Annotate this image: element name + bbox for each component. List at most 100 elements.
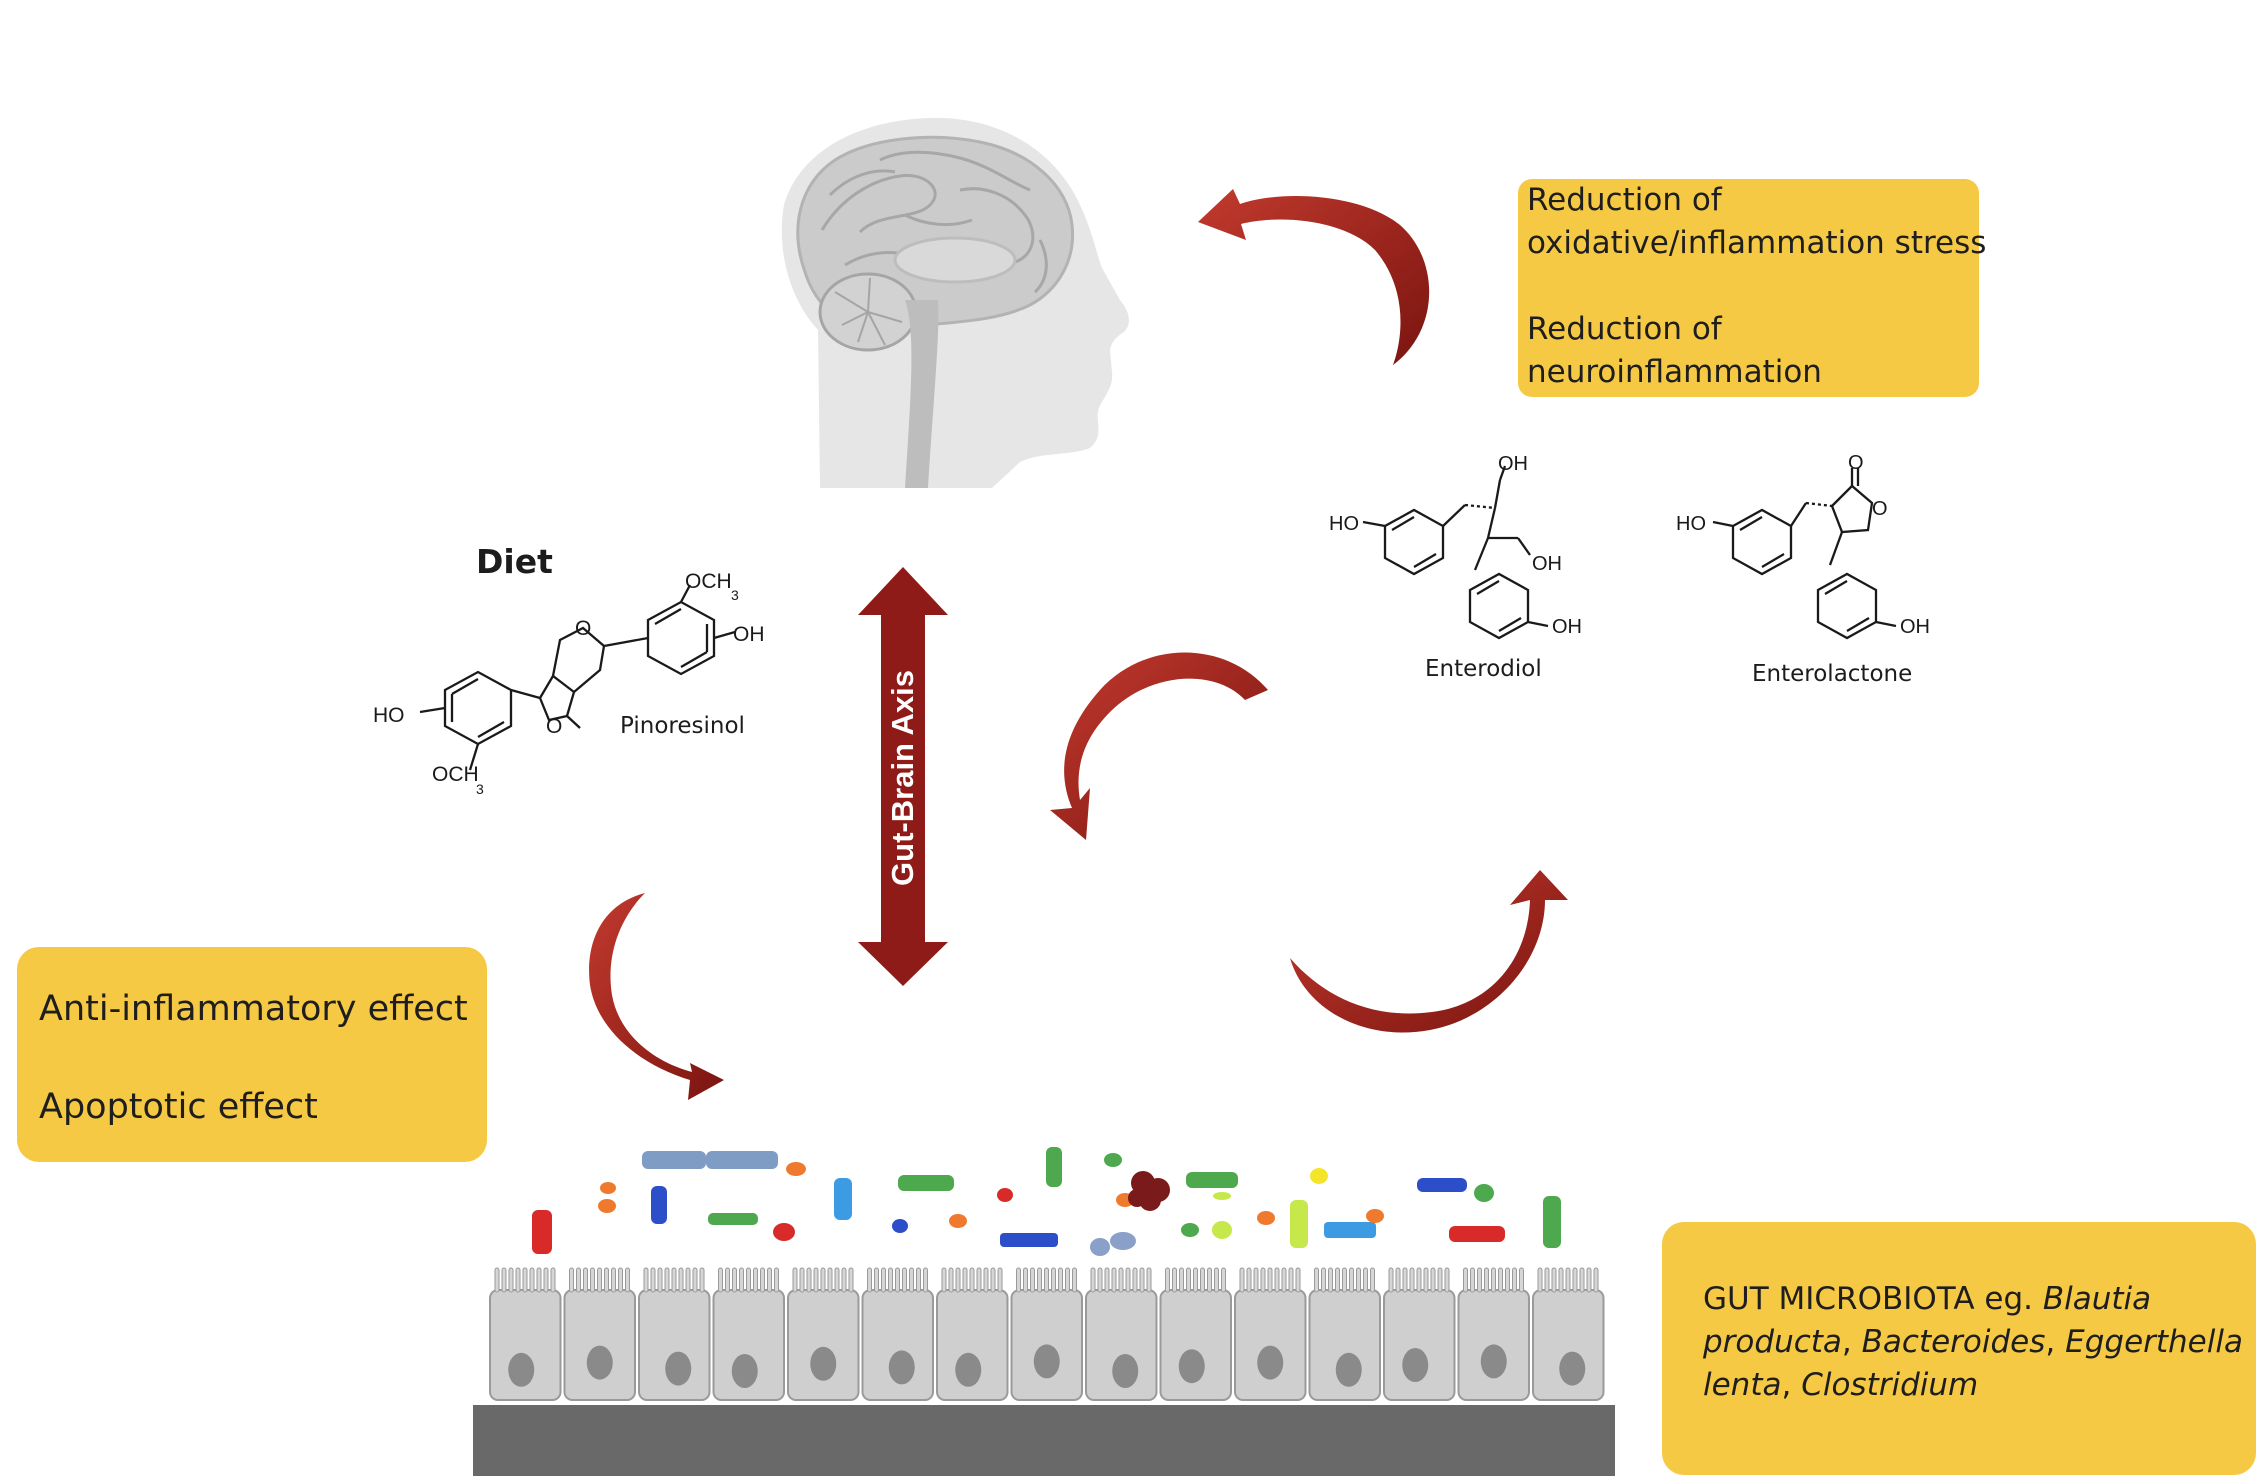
microvillus: [1179, 1267, 1184, 1293]
microvillus: [1370, 1267, 1375, 1293]
microvillus: [1572, 1267, 1578, 1293]
microvillus: [543, 1267, 549, 1293]
microvillus: [583, 1267, 588, 1293]
microvillus: [1146, 1267, 1152, 1293]
microvillus: [1281, 1267, 1287, 1293]
microvillus: [604, 1267, 609, 1293]
microvillus: [678, 1267, 684, 1293]
microvillus: [1314, 1267, 1319, 1293]
svg-text:OH: OH: [1552, 616, 1582, 638]
microvillus: [820, 1267, 826, 1293]
microvillus: [774, 1267, 779, 1293]
microvillus: [1470, 1267, 1475, 1293]
cell-nucleus: [586, 1345, 613, 1380]
microvillus: [1044, 1267, 1049, 1293]
microvillus: [643, 1267, 649, 1293]
svg-text:O: O: [546, 715, 562, 738]
microvillus: [1328, 1267, 1333, 1293]
microvillus: [1172, 1267, 1177, 1293]
microvillus: [997, 1267, 1003, 1293]
cell-nucleus: [1335, 1352, 1362, 1387]
svg-text:OCH: OCH: [685, 570, 732, 593]
microbiota-taxon-clostridium: Clostridium: [1801, 1367, 1979, 1403]
cell-nucleus: [810, 1346, 837, 1381]
microvillus: [1423, 1267, 1429, 1293]
intestinal-epithelium: [489, 1267, 1605, 1401]
microvillus: [550, 1267, 556, 1293]
head-brain-illustration: [781, 117, 1129, 488]
cell-nucleus: [508, 1352, 535, 1387]
microvillus: [1065, 1267, 1070, 1293]
microvillus: [611, 1267, 616, 1293]
microvillus: [1118, 1267, 1124, 1293]
gut-microbiota-box: GUT MICROBIOTA eg. Blautia producta, Bac…: [1662, 1222, 2256, 1475]
microvillus: [767, 1267, 772, 1293]
microbiota-taxon-blautia: Blautia producta: [1703, 1281, 2152, 1360]
microvillus: [671, 1267, 677, 1293]
microvillus: [1498, 1267, 1503, 1293]
cell-nucleus: [1257, 1345, 1284, 1380]
microvillus: [962, 1267, 968, 1293]
microvillus: [725, 1267, 730, 1293]
microvillus: [618, 1267, 623, 1293]
microvillus: [1586, 1267, 1592, 1293]
microvillus: [969, 1267, 975, 1293]
microvillus: [1409, 1267, 1415, 1293]
enterodiol-label: Enterodiol: [1425, 656, 1542, 682]
microvillus: [1288, 1267, 1294, 1293]
microvillus: [990, 1267, 996, 1293]
arrow-diet-to-gut: [589, 893, 724, 1100]
microvillus: [739, 1267, 744, 1293]
cell-nucleus: [665, 1351, 692, 1386]
microbiota-taxon-eggerthella: Eggerthella lenta: [1703, 1324, 2243, 1403]
brain-effect-line-2: oxidative/inflammation stress: [1527, 225, 1987, 261]
enterolactone-structure: [1712, 468, 1897, 640]
microvillus: [1193, 1267, 1198, 1293]
cell-nucleus: [1033, 1344, 1060, 1379]
microvillus: [1090, 1267, 1096, 1293]
microvillus: [1295, 1267, 1301, 1293]
arrow-metabolites-to-brain: [1198, 189, 1430, 365]
microvillus: [1253, 1267, 1259, 1293]
microvillus: [909, 1267, 914, 1293]
pinoresinol-atom-labels: HO OCH 3 O O OCH 3 OH: [373, 570, 765, 797]
microvillus: [1551, 1267, 1557, 1293]
anti-inflammatory-effect: Anti-inflammatory effect: [39, 989, 468, 1029]
microvillus: [1221, 1267, 1226, 1293]
microvillus: [1335, 1267, 1340, 1293]
arrow-circle-top: [1050, 652, 1268, 840]
epithelial-cell: [1234, 1289, 1307, 1401]
microvillus: [874, 1267, 879, 1293]
microvillus: [1097, 1267, 1103, 1293]
microvillus: [806, 1267, 812, 1293]
microvillus: [508, 1267, 514, 1293]
microvillus: [1484, 1267, 1489, 1293]
microvillus: [718, 1267, 723, 1293]
svg-text:HO: HO: [1676, 513, 1706, 535]
microvillus: [732, 1267, 737, 1293]
cerebellum: [818, 272, 918, 352]
microvillus: [699, 1267, 705, 1293]
cell-nucleus: [1178, 1349, 1205, 1384]
microvillus: [799, 1267, 805, 1293]
microvillus: [1342, 1267, 1347, 1293]
microvillus: [792, 1267, 798, 1293]
microvillus: [1207, 1267, 1212, 1293]
microvillus: [1274, 1267, 1280, 1293]
microvillus: [657, 1267, 663, 1293]
microvillus: [1246, 1267, 1252, 1293]
microvillus: [522, 1267, 528, 1293]
microvillus: [916, 1267, 921, 1293]
basement-membrane: [473, 1405, 1615, 1476]
brain-effect-line-1: Reduction of: [1527, 182, 1722, 218]
cell-nucleus: [1402, 1348, 1429, 1382]
microvillus: [813, 1267, 819, 1293]
svg-text:O: O: [575, 617, 591, 640]
microvillus: [902, 1267, 907, 1293]
apoptotic-effect: Apoptotic effect: [39, 1087, 318, 1127]
cell-nucleus: [1480, 1344, 1507, 1379]
microvillus: [1444, 1267, 1450, 1293]
microvillus: [1402, 1267, 1408, 1293]
microvillus: [895, 1267, 900, 1293]
microvillus: [1132, 1267, 1138, 1293]
